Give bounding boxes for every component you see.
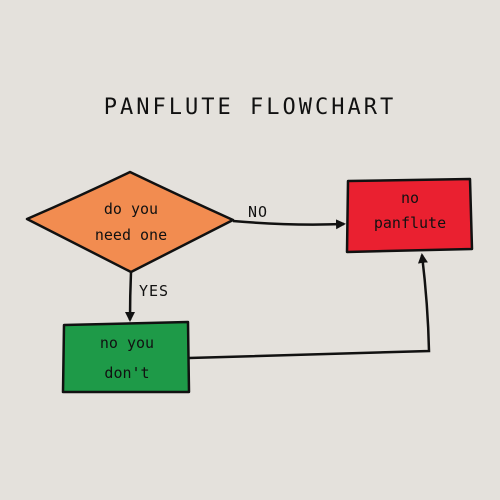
decision-diamond (25, 170, 235, 274)
edge-no-arrow (232, 219, 346, 230)
decision-node: do you need one (25, 170, 235, 274)
no-panflute-label-line2: panflute (374, 214, 446, 232)
no-you-dont-label-line1: no you (100, 334, 154, 352)
flowchart-title: PANFLUTE FLOWCHART (103, 95, 397, 120)
edge-back-arrow (188, 253, 431, 360)
no-panflute-label-line1: no (401, 189, 419, 207)
no-panflute-node: no panflute (345, 177, 474, 254)
edge-no-label: NO (248, 203, 268, 221)
decision-label-line1: do you (104, 200, 158, 218)
no-panflute-box (345, 177, 474, 254)
edge-yes-arrow (125, 271, 136, 322)
decision-label-line2: need one (95, 226, 167, 244)
no-you-dont-label-line2: don't (104, 364, 149, 382)
no-you-dont-box (61, 320, 191, 394)
edge-yes-label: YES (139, 282, 169, 300)
no-you-dont-node: no you don't (61, 320, 191, 394)
